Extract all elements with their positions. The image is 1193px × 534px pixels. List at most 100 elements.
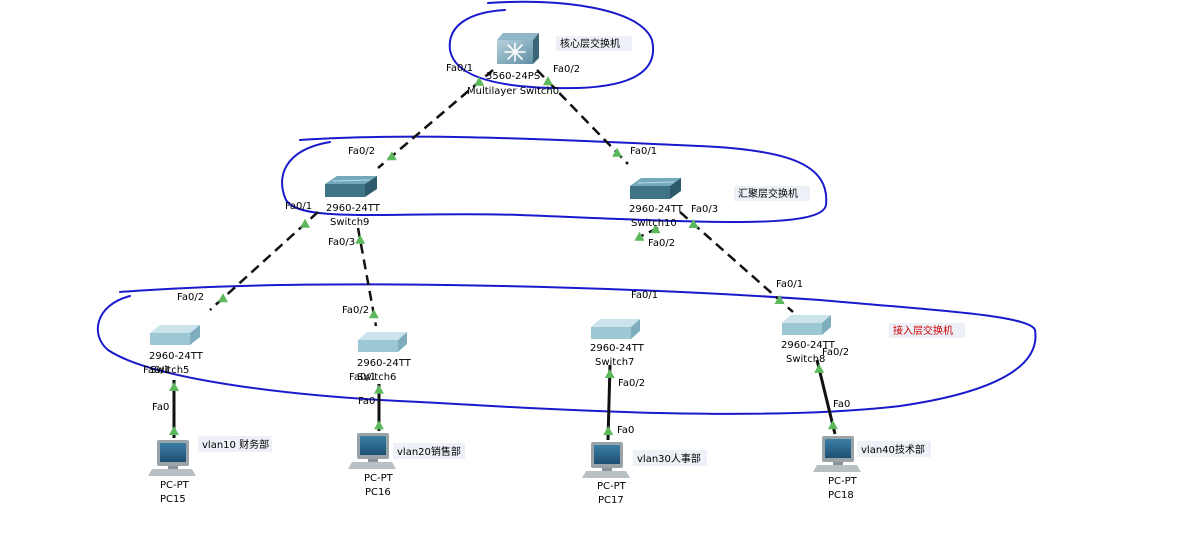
link-state-sw9-end xyxy=(300,218,311,228)
switch-icon xyxy=(358,332,407,352)
link-sw9-sw5[interactable] xyxy=(209,211,319,311)
access-switch-5[interactable]: 2960-24TT Switch5 xyxy=(149,325,204,376)
pc17-vlan-note: vlan30人事部 xyxy=(637,452,701,465)
access-switch-7[interactable]: 2960-24TT Switch7 xyxy=(590,319,645,368)
pc16-type: PC-PT xyxy=(364,473,394,484)
pc-icon xyxy=(582,442,630,478)
port-label-sw8-to-pc18: Fa0/2 xyxy=(822,347,849,358)
access-switch-6[interactable]: 2960-24TT Switch6 xyxy=(357,332,412,383)
link-state-sw5-end xyxy=(217,293,228,303)
port-label-pc17-from-sw7: Fa0 xyxy=(617,425,634,436)
pc-15[interactable]: PC-PT PC15 xyxy=(148,440,196,505)
link-sw9-sw6[interactable] xyxy=(356,227,378,327)
port-label-sw9-to-sw6: Fa0/3 xyxy=(328,237,355,248)
pc-17[interactable]: PC-PT PC17 xyxy=(582,442,630,506)
pc17-name: PC17 xyxy=(598,495,624,506)
switch5-name: Switch5 xyxy=(150,365,189,376)
port-label-core-to-sw9: Fa0/1 xyxy=(446,63,473,74)
distribution-layer-circle xyxy=(281,135,828,224)
switch6-name: Switch6 xyxy=(357,372,396,383)
pc18-note-bg xyxy=(857,441,931,457)
switch-icon xyxy=(782,315,831,335)
link-state-sw10-end xyxy=(650,224,661,234)
port-label-pc15-from-sw5: Fa0 xyxy=(152,402,169,413)
pc18-type: PC-PT xyxy=(828,476,858,487)
port-label-sw9-to-sw5: Fa0/1 xyxy=(285,201,312,212)
pc18-vlan-note: vlan40技术部 xyxy=(861,443,925,456)
core-note-bg xyxy=(556,36,632,51)
pc17-type: PC-PT xyxy=(597,481,627,492)
pc18-name: PC18 xyxy=(828,490,854,501)
pc-18[interactable]: PC-PT PC18 xyxy=(813,436,861,501)
link-state-sw9-end xyxy=(386,151,397,161)
link-state-pc15-end xyxy=(169,426,179,436)
core-switch-model: 3560-24PS xyxy=(486,71,540,82)
port-label-sw5-from-sw9: Fa0/2 xyxy=(177,292,204,303)
link-state-sw9-end xyxy=(355,234,366,244)
switch10-name: Switch10 xyxy=(631,218,677,229)
port-label-pc18-from-sw8: Fa0 xyxy=(833,399,850,410)
core-switch[interactable]: 3560-24PS Multilayer Switch0 xyxy=(467,33,559,97)
link-state-core-end xyxy=(542,76,553,86)
pc-16[interactable]: PC-PT PC16 xyxy=(348,433,396,498)
switch6-model: 2960-24TT xyxy=(357,358,412,369)
core-layer-note: 核心层交换机 xyxy=(560,37,620,50)
links xyxy=(172,69,837,441)
link-core-sw9[interactable] xyxy=(377,69,494,169)
core-switch-name: Multilayer Switch0 xyxy=(467,86,559,97)
switch9-name: Switch9 xyxy=(330,217,369,228)
core-layer-circle xyxy=(448,0,655,90)
link-state-sw8-end xyxy=(814,363,825,373)
switch5-model: 2960-24TT xyxy=(149,351,204,362)
link-core-sw10[interactable] xyxy=(536,69,629,165)
pc-icon xyxy=(813,436,861,472)
link-state-sw8-end xyxy=(774,295,785,304)
pc15-name: PC15 xyxy=(160,494,186,505)
link-state-sw10-end xyxy=(688,219,699,228)
access-switch-8[interactable]: 2960-24TT Switch8 xyxy=(781,315,836,365)
port-label-sw5-to-pc15: Fa0/1 xyxy=(143,365,170,376)
switch8-name: Switch8 xyxy=(786,354,825,365)
port-label-sw7-to-pc17: Fa0/2 xyxy=(618,378,645,389)
multilayer-switch-icon xyxy=(497,33,539,64)
pc15-type: PC-PT xyxy=(160,480,190,491)
port-labels: Fa0/1Fa0/2Fa0/2Fa0/1Fa0/1Fa0/2Fa0/3Fa0/2… xyxy=(143,63,850,436)
link-state-sw10-end xyxy=(612,147,623,157)
link-state-sw6-end xyxy=(368,309,379,319)
access-note-bg xyxy=(889,323,965,338)
port-label-core-to-sw10: Fa0/2 xyxy=(553,64,580,75)
port-label-sw10-from-core: Fa0/1 xyxy=(630,146,657,157)
switch10-model: 2960-24TT xyxy=(629,204,684,215)
link-state-sw5-end xyxy=(169,381,179,391)
port-label-sw10-to-sw7: Fa0/2 xyxy=(648,238,675,249)
switch7-name: Switch7 xyxy=(595,357,634,368)
port-label-sw6-to-pc16: Fa0/1 xyxy=(349,372,376,383)
distribution-switch-9[interactable]: 2960-24TT Switch9 xyxy=(325,176,381,228)
link-state-pc16-end xyxy=(374,420,384,430)
port-label-sw9-from-core: Fa0/2 xyxy=(348,146,375,157)
link-state-sw7-end xyxy=(634,231,645,241)
switch-icon xyxy=(630,178,681,199)
port-label-sw8-from-sw10: Fa0/1 xyxy=(776,279,803,290)
distribution-switch-10[interactable]: 2960-24TT Switch10 xyxy=(629,178,684,229)
switch-icon xyxy=(150,325,200,345)
pc16-name: PC16 xyxy=(365,487,391,498)
port-label-sw6-from-sw9: Fa0/2 xyxy=(342,305,369,316)
link-state-sw7-end xyxy=(604,369,615,378)
link-sw10-sw8[interactable] xyxy=(679,211,794,313)
pc15-vlan-note: vlan10 财务部 xyxy=(202,438,269,451)
switch-icon xyxy=(325,176,377,197)
access-layer-circle xyxy=(96,283,1037,415)
port-label-sw10-to-sw8: Fa0/3 xyxy=(691,204,718,215)
pc16-vlan-note: vlan20销售部 xyxy=(397,445,461,458)
distribution-note-bg xyxy=(734,186,810,201)
pc-icon xyxy=(148,440,196,476)
link-state-pc18-end xyxy=(827,420,838,430)
pc16-note-bg xyxy=(393,443,465,459)
pc-icon xyxy=(348,433,396,469)
switch7-model: 2960-24TT xyxy=(590,343,645,354)
link-state-core-end xyxy=(474,76,485,86)
switch9-model: 2960-24TT xyxy=(326,203,381,214)
